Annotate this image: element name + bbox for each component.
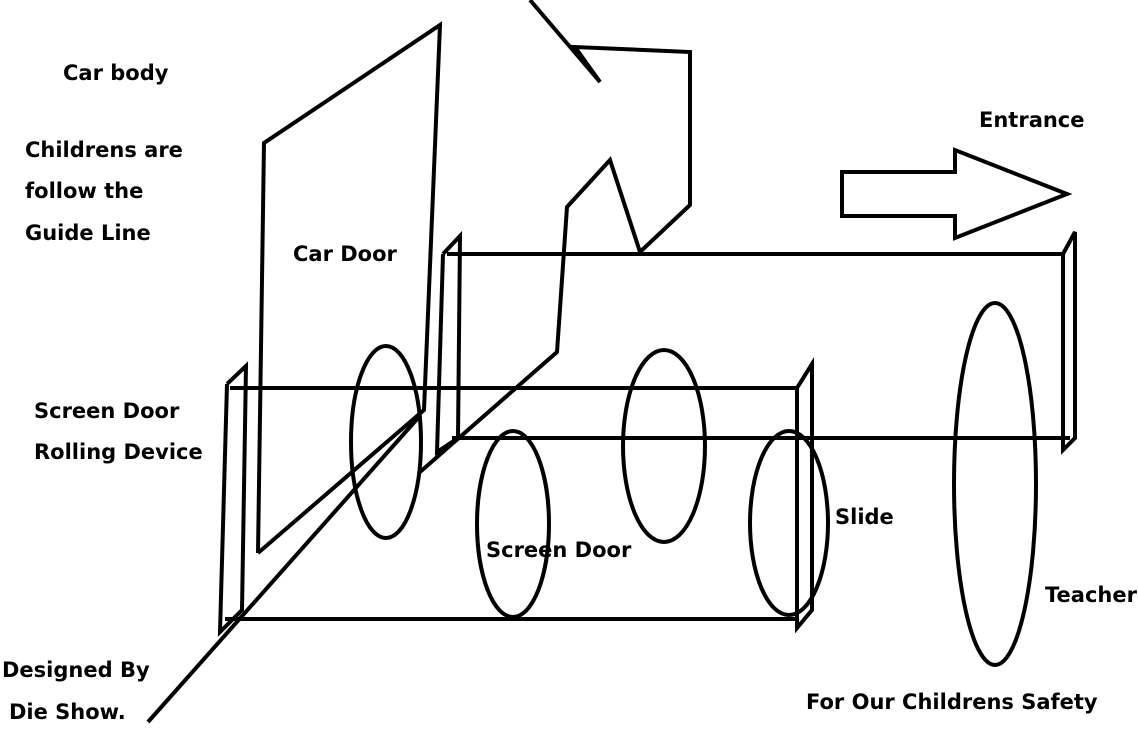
- car-body-outline: [418, 0, 692, 474]
- label-slide: Slide: [835, 505, 894, 529]
- guide-line: [146, 416, 420, 724]
- label-screen-door-rolling-1: Screen Door: [34, 399, 180, 423]
- label-guide-line-1: Childrens are: [25, 138, 183, 162]
- child-figure-1: [349, 344, 423, 540]
- car-door-panel: [256, 21, 443, 555]
- entrance-arrow-icon: [840, 147, 1073, 241]
- front-screen-frame-left: [217, 361, 249, 637]
- label-designed-by-2: Die Show.: [9, 700, 126, 724]
- label-guide-line-2: follow the: [25, 179, 144, 203]
- child-figure-4: [748, 429, 830, 617]
- label-screen-door-rolling-2: Rolling Device: [34, 440, 203, 464]
- label-footer: For Our Childrens Safety: [806, 690, 1098, 714]
- child-figure-3: [475, 429, 551, 619]
- teacher-figure: [952, 301, 1038, 667]
- front-screen-frame-right: [795, 357, 814, 634]
- label-entrance: Entrance: [979, 108, 1085, 132]
- label-teacher: Teacher: [1045, 583, 1137, 607]
- rear-screen-frame-left: [434, 230, 463, 456]
- label-guide-line-3: Guide Line: [25, 221, 151, 245]
- label-screen-door: Screen Door: [486, 538, 632, 562]
- rear-screen-frame-right: [1061, 231, 1077, 455]
- label-designed-by-1: Designed By: [2, 658, 150, 682]
- child-figure-2: [621, 348, 707, 544]
- label-car-body: Car body: [63, 61, 169, 85]
- label-car-door: Car Door: [293, 242, 397, 266]
